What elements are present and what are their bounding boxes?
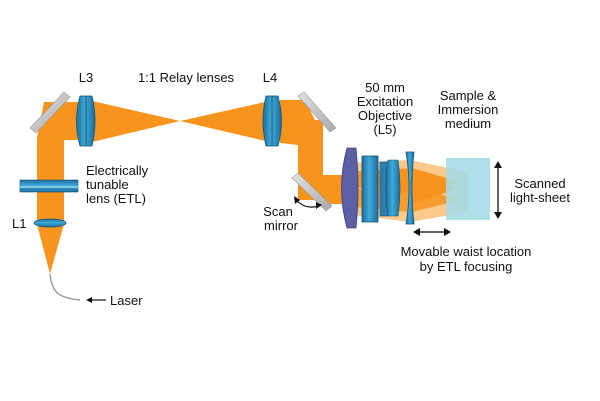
label-scan-mirror-line1: Scan [263,204,293,219]
label-l3: L3 [79,70,93,85]
beam-relay-left [88,100,180,143]
double-arrow-vertical-icon [494,161,502,219]
label-etl-line3: lens (ETL) [86,191,146,206]
label-sample-line1: Sample & [440,88,497,103]
lens-l4 [262,95,282,147]
label-sample-line2: Immersion [438,102,499,117]
beam-relay-right [180,100,274,143]
label-waist-line2: by ETL focusing [420,259,513,274]
label-scanned-line2: light-sheet [510,190,570,205]
label-objective-line3: Objective [358,108,412,123]
label-etl-line1: Electrically [86,163,149,178]
label-relay-lenses: 1:1 Relay lenses [138,70,235,85]
label-laser: Laser [110,293,143,308]
label-l1: L1 [12,216,26,231]
arrow-left-icon [86,297,106,303]
label-objective-line2: Excitation [357,94,413,109]
curved-double-arrow-icon [294,196,322,209]
label-etl-line2: tunable [86,177,129,192]
beam-waist-tip [412,176,460,204]
lens-l1 [33,218,67,228]
label-l4: L4 [263,70,277,85]
label-objective-line1: 50 mm [365,80,405,95]
objective-l5 [341,147,415,229]
mirror-top-right [297,91,337,133]
double-arrow-horizontal-icon [413,228,451,236]
mirror-top-left [29,91,71,134]
scan-mirror [291,172,333,212]
fiber-cable [49,273,81,301]
beam-horizontal [300,175,345,204]
label-waist-line1: Movable waist location [401,244,532,259]
lens-l3 [76,95,96,147]
lens-etl [19,179,79,193]
label-scan-mirror-line2: mirror [264,218,299,233]
sample-chamber [446,158,490,220]
beam-diverging-cone [37,224,64,274]
label-scanned-line1: Scanned [514,176,565,191]
label-sample-line3: medium [445,116,491,131]
label-objective-line4: (L5) [373,122,396,137]
